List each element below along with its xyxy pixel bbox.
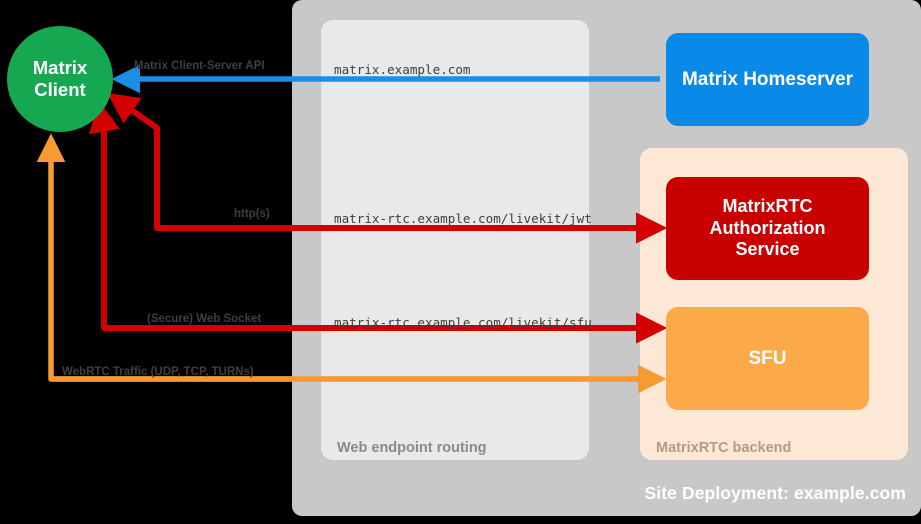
endpoint-label-matrix-example-com: matrix.example.com <box>334 62 471 77</box>
edge-secure-websocket <box>88 100 668 344</box>
edge-label-secure-websocket: (Secure) Web Socket <box>147 313 262 325</box>
matrix-client-line1: Matrix <box>32 57 88 79</box>
matrix-homeserver-label: Matrix Homeserver <box>681 68 854 90</box>
edge-http-jwt <box>107 92 668 244</box>
rtc-auth-line1: MatrixRTC <box>722 195 813 216</box>
site-deployment-label: Site Deployment: example.com <box>644 483 906 503</box>
sfu-label: SFU <box>748 347 787 369</box>
edge-label-matrix-client-server-api: Matrix Client-Server API <box>134 60 265 72</box>
node-sfu[interactable]: SFU <box>666 307 869 410</box>
rtc-auth-line2: Authorization <box>709 217 826 238</box>
web-endpoint-routing-label: Web endpoint routing <box>337 440 487 456</box>
edge-webrtc-traffic <box>36 133 667 394</box>
matrixrtc-backend-label: MatrixRTC backend <box>656 440 792 456</box>
edge-label-http: http(s) <box>234 208 270 220</box>
node-matrixrtc-authorization-service[interactable]: MatrixRTC Authorization Service <box>666 177 869 280</box>
node-matrix-homeserver[interactable]: Matrix Homeserver <box>666 33 869 126</box>
node-matrix-client[interactable]: Matrix Client <box>7 26 113 132</box>
matrix-client-line2: Client <box>34 79 86 100</box>
rtc-auth-line3: Service <box>735 239 800 260</box>
endpoint-label-livekit-sfu: matrix-rtc.example.com/livekit/sfu <box>334 315 592 330</box>
edge-label-webrtc-traffic: WebRTC Traffic (UDP, TCP, TURNs) <box>62 366 254 378</box>
web-endpoint-routing-container <box>321 20 589 460</box>
endpoint-label-livekit-jwt: matrix-rtc.example.com/livekit/jwt <box>334 211 592 226</box>
